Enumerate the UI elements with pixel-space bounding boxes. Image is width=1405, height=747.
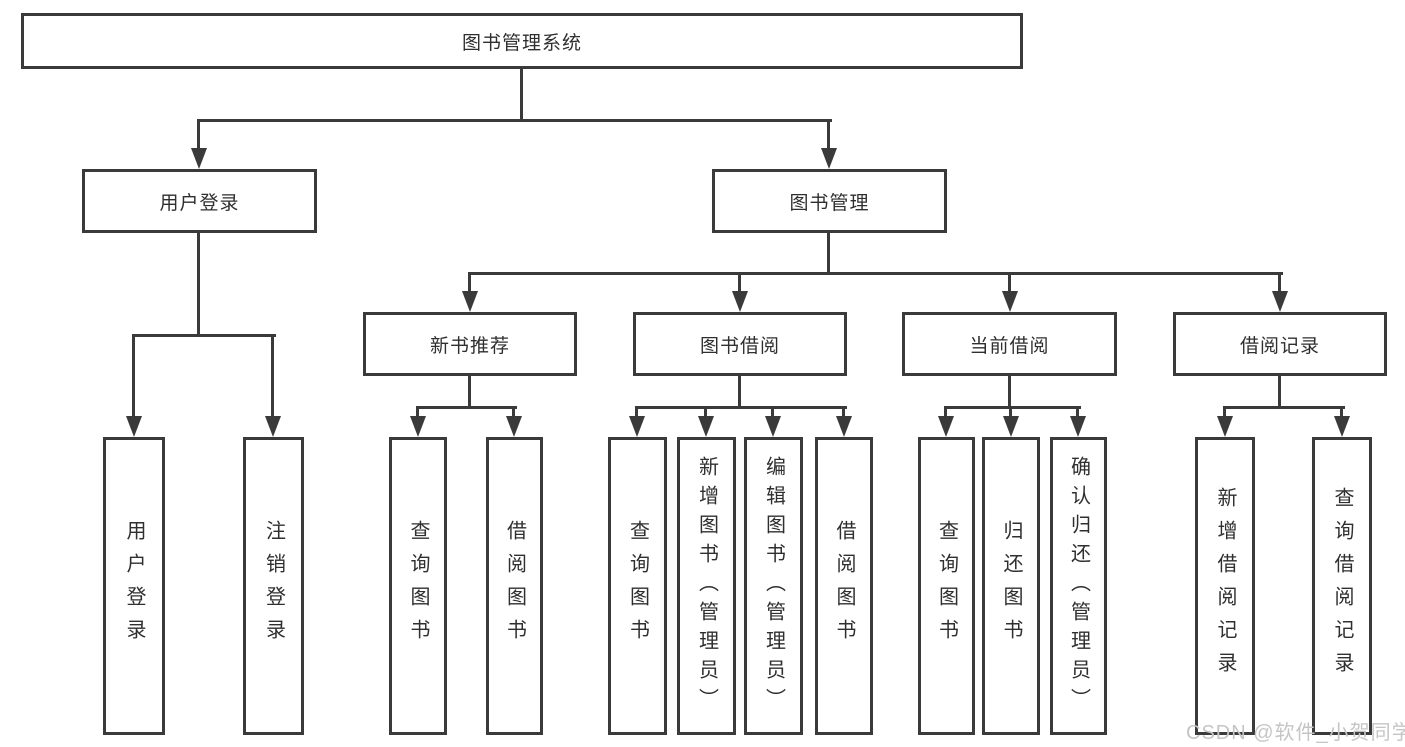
connector-line — [271, 334, 274, 420]
leaf-query-books: 查询图书 — [918, 437, 975, 735]
arrow-down-icon — [1070, 416, 1086, 437]
connector-line — [132, 334, 135, 420]
leaf-borrow-books: 借阅图书 — [486, 437, 543, 735]
connector-line — [1223, 406, 1345, 409]
node-borrowing-records: 借阅记录 — [1173, 312, 1387, 376]
connector-line — [827, 233, 830, 274]
connector-line — [635, 406, 638, 419]
arrow-down-icon — [506, 416, 522, 437]
connector-line — [771, 406, 774, 419]
connector-line — [1009, 406, 1012, 419]
leaf-return-books: 归还图书 — [982, 437, 1040, 735]
leaf-label: 新增借阅记录 — [1214, 487, 1236, 685]
leaf-label: 借阅图书 — [503, 520, 526, 652]
leaf-label: 确认归还（管理员） — [1067, 455, 1090, 717]
arrow-down-icon — [410, 416, 426, 437]
connector-line — [1278, 376, 1281, 408]
arrow-down-icon — [698, 416, 714, 437]
connector-line — [468, 272, 471, 294]
connector-line — [132, 334, 276, 337]
connector-line — [197, 119, 832, 122]
watermark: CSDN @软件_小贺同学 — [1186, 722, 1405, 744]
arrow-down-icon — [629, 416, 645, 437]
leaf-label: 归还图书 — [1000, 520, 1022, 652]
leaf-label: 借阅图书 — [833, 520, 855, 652]
arrow-down-icon — [191, 148, 207, 169]
connector-line — [944, 406, 947, 419]
node-user-login: 用户登录 — [82, 169, 317, 233]
connector-line — [520, 68, 523, 121]
leaf-logout: 注销登录 — [243, 437, 304, 735]
node-library-system: 图书管理系统 — [21, 13, 1023, 69]
arrow-down-icon — [265, 416, 281, 437]
leaf-query-books: 查询图书 — [608, 437, 667, 735]
connector-line — [704, 406, 707, 419]
arrow-down-icon — [732, 291, 748, 312]
leaf-edit-books-admin: 编辑图书（管理员） — [744, 437, 803, 735]
connector-line — [197, 233, 200, 336]
connector-line — [512, 406, 515, 419]
arrow-down-icon — [1334, 416, 1350, 437]
connector-line — [738, 272, 741, 294]
leaf-user-login: 用户登录 — [103, 437, 165, 735]
connector-line — [738, 376, 741, 408]
leaf-label: 查询图书 — [626, 520, 649, 652]
connector-line — [842, 406, 845, 419]
arrow-down-icon — [765, 416, 781, 437]
connector-line — [827, 119, 830, 151]
connector-line — [1008, 272, 1011, 294]
arrow-down-icon — [1217, 416, 1233, 437]
leaf-add-books-admin: 新增图书（管理员） — [677, 437, 736, 735]
node-new-book-recommend: 新书推荐 — [363, 312, 577, 376]
arrow-down-icon — [938, 416, 954, 437]
leaf-label: 编辑图书（管理员） — [762, 455, 785, 717]
connector-line — [1008, 376, 1011, 408]
leaf-label: 查询图书 — [935, 520, 958, 652]
connector-line — [635, 406, 847, 409]
node-book-management: 图书管理 — [712, 169, 947, 233]
leaf-label: 查询图书 — [407, 520, 429, 652]
connector-line — [468, 376, 471, 408]
node-current-borrowing: 当前借阅 — [902, 312, 1117, 376]
arrow-down-icon — [462, 291, 478, 312]
leaf-borrow-books: 借阅图书 — [815, 437, 873, 735]
connector-line — [1223, 406, 1226, 419]
leaf-label: 新增图书（管理员） — [695, 455, 718, 717]
connector-line — [416, 406, 517, 409]
arrow-down-icon — [1003, 416, 1019, 437]
leaf-label: 用户登录 — [123, 520, 145, 652]
connector-line — [1278, 272, 1281, 294]
connector-line — [1340, 406, 1343, 419]
connector-line — [944, 406, 1081, 409]
leaf-label: 注销登录 — [262, 520, 285, 652]
arrow-down-icon — [126, 416, 142, 437]
connector-line — [1076, 406, 1079, 419]
leaf-confirm-return-admin: 确认归还（管理员） — [1050, 437, 1107, 735]
leaf-add-borrow-record: 新增借阅记录 — [1195, 437, 1255, 735]
connector-line — [197, 119, 200, 151]
node-book-borrowing: 图书借阅 — [633, 312, 847, 376]
leaf-query-borrow-record: 查询借阅记录 — [1312, 437, 1372, 735]
arrow-down-icon — [1272, 291, 1288, 312]
leaf-query-books: 查询图书 — [389, 437, 447, 735]
leaf-label: 查询借阅记录 — [1331, 487, 1353, 685]
connector-line — [416, 406, 419, 419]
arrow-down-icon — [1002, 291, 1018, 312]
arrow-down-icon — [836, 416, 852, 437]
arrow-down-icon — [821, 148, 837, 169]
connector-line — [468, 272, 1283, 275]
